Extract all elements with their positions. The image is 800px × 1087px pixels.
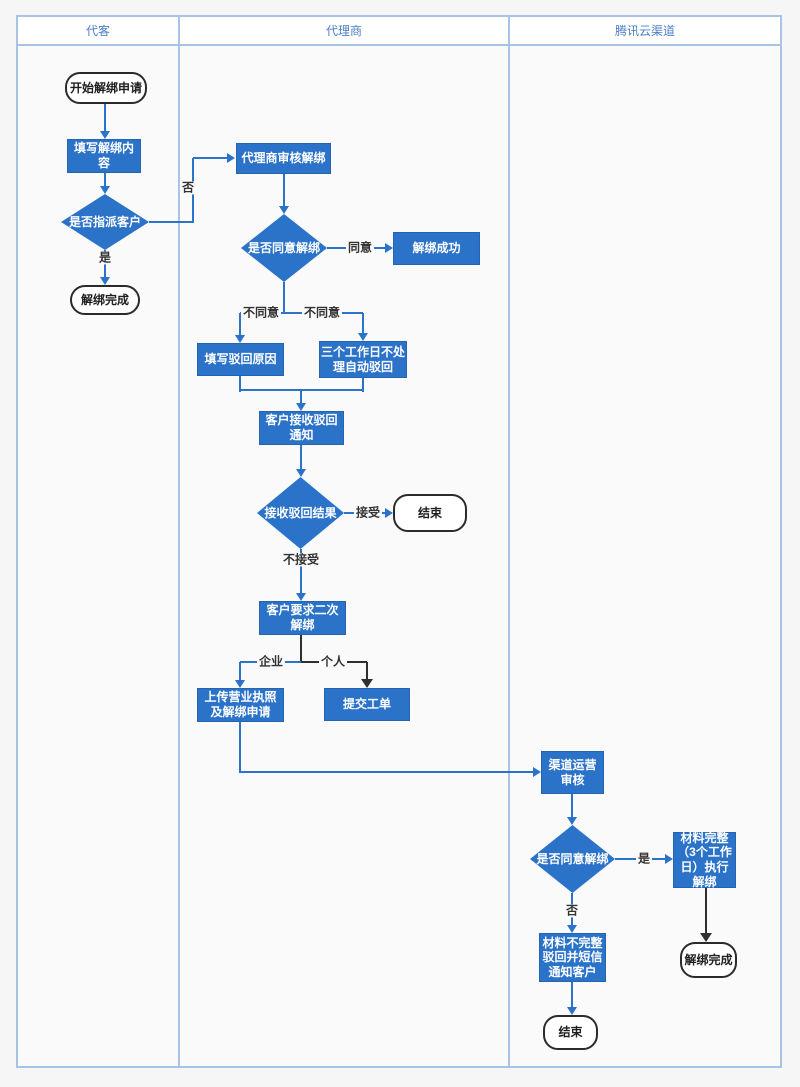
connector-segment-19 [300, 549, 302, 595]
swimlane-table [16, 15, 782, 1068]
node-fill-reject-reason: 填写驳回原因 [197, 343, 284, 376]
connector-segment-27 [571, 794, 573, 819]
connector-segment-14 [362, 378, 364, 392]
node-material-complete-execute: 材料完整 （3个工作 日）执行 解绑 [673, 831, 736, 889]
connector-segment-31 [705, 888, 707, 935]
arrowhead-down-7 [358, 333, 368, 341]
label-yes-2: 是 [635, 851, 653, 866]
label-not-accept: 不接受 [280, 552, 322, 567]
arrowhead-down-12 [235, 680, 245, 688]
connector-segment-12 [362, 313, 364, 335]
label-yes-1: 是 [96, 250, 114, 265]
label-disagree-right: 不同意 [301, 305, 343, 320]
arrowhead-down-13 [361, 679, 373, 688]
connector-segment-30 [571, 982, 573, 1009]
arrowhead-right-14 [533, 767, 541, 777]
connector-segment-8 [283, 282, 285, 314]
lane-header-row: 代客 代理商 腾讯云渠道 [16, 15, 782, 46]
label-disagree-left: 不同意 [240, 305, 282, 320]
node-upload-license-application: 上传营业执照 及解绑申请 [197, 688, 284, 722]
arrowhead-down-9 [296, 469, 306, 477]
connector-segment-26 [240, 771, 535, 773]
connector-segment-11 [239, 313, 241, 337]
label-no-2: 否 [563, 903, 581, 918]
connector-segment-23 [239, 662, 241, 682]
connector-segment-13 [239, 376, 241, 392]
lane-divider-2 [508, 46, 510, 1068]
label-no-1: 否 [179, 180, 197, 195]
arrowhead-down-11 [296, 593, 306, 601]
lane-header-customer: 代客 [18, 17, 180, 44]
arrowhead-down-8 [296, 403, 306, 411]
node-channel-ops-review: 渠道运营 审核 [541, 751, 604, 794]
lane-header-agent: 代理商 [180, 17, 510, 44]
arrowhead-down-6 [235, 335, 245, 343]
arrowhead-right-2 [227, 153, 235, 163]
connector-segment-16 [300, 390, 302, 405]
lane-header-tencent-channel: 腾讯云渠道 [614, 24, 675, 38]
arrowhead-right-10 [385, 508, 393, 518]
arrowhead-down-19 [700, 933, 712, 942]
connector-segment-25 [239, 722, 241, 773]
node-auto-reject-3-workdays: 三个工作日不处 理自动驳回 [319, 341, 407, 378]
node-customer-receive-reject-notice: 客户接收驳回 通知 [259, 411, 344, 445]
node-submit-ticket: 提交工单 [324, 688, 410, 721]
arrowhead-right-16 [665, 854, 673, 864]
node-second-unbind-request: 客户要求二次 解绑 [259, 601, 346, 635]
connector-segment-17 [300, 445, 302, 471]
connector-segment-2 [149, 221, 194, 223]
label-individual: 个人 [318, 654, 348, 669]
arrowhead-down-1 [100, 186, 110, 194]
node-fill-unbind-content: 填写解绑内 容 [67, 139, 141, 173]
label-agree: 同意 [345, 240, 375, 255]
arrowhead-down-3 [100, 277, 110, 285]
label-enterprise: 企业 [256, 654, 286, 669]
node-start: 开始解绑申请 [65, 72, 147, 104]
connector-segment-1 [104, 173, 106, 191]
node-unbind-complete-1: 解绑完成 [70, 285, 140, 315]
node-unbind-success: 解绑成功 [393, 232, 480, 265]
node-end-2: 结束 [543, 1015, 598, 1050]
arrowhead-down-17 [567, 925, 577, 933]
connector-segment-24 [366, 662, 368, 679]
lane-divider-1 [178, 46, 180, 1068]
connector-segment-6 [283, 174, 285, 209]
label-accept: 接受 [353, 505, 383, 520]
connector-segment-4 [193, 157, 229, 159]
connector-segment-20 [300, 635, 302, 662]
node-unbind-complete-2: 解绑完成 [680, 942, 737, 978]
arrowhead-down-18 [567, 1007, 577, 1015]
arrowhead-down-0 [100, 131, 110, 139]
node-material-incomplete-reject: 材料不完整 驳回并短信 通知客户 [539, 933, 606, 982]
node-agent-review-unbind: 代理商审核解绑 [236, 143, 331, 174]
arrowhead-right-5 [385, 243, 393, 253]
arrowhead-down-15 [567, 817, 577, 825]
connector-segment-0 [104, 104, 106, 136]
arrowhead-down-4 [279, 206, 289, 214]
node-end-1: 结束 [393, 494, 467, 532]
